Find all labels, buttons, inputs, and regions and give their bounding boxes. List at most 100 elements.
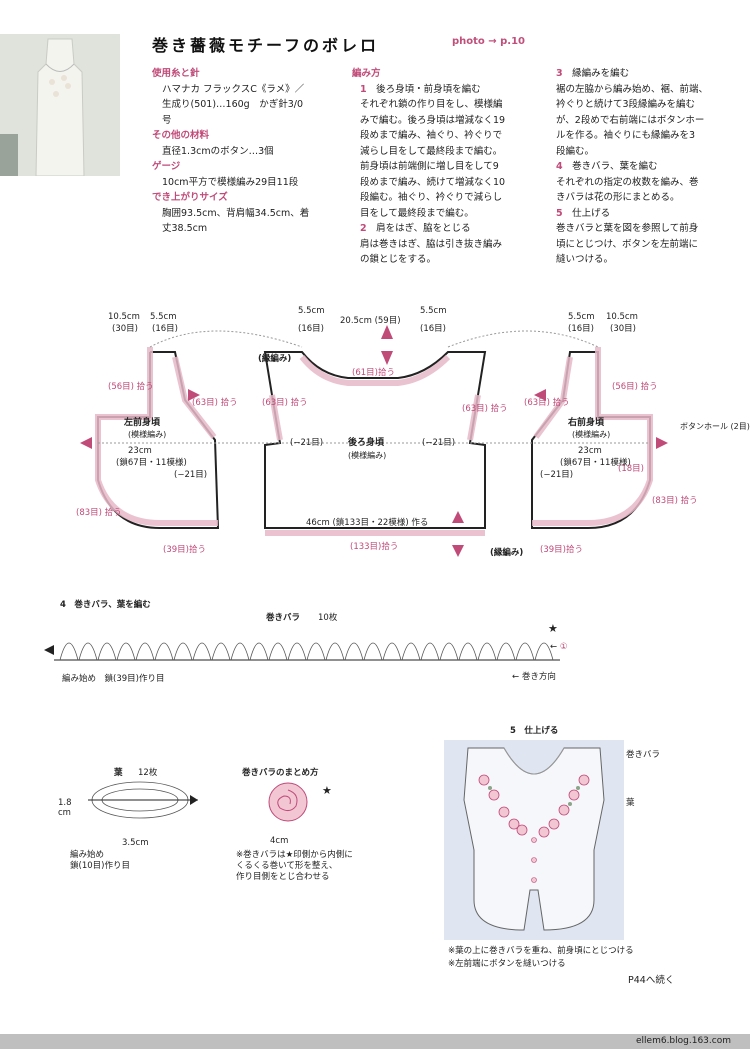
leaf-chart bbox=[88, 781, 198, 819]
right-front-pattern: (模様編み) bbox=[572, 429, 610, 439]
leaf-label: 葉 bbox=[114, 768, 123, 778]
step-text: の鎖とじをする。 bbox=[360, 254, 437, 265]
step-title: 肩をはぎ、脇をとじる bbox=[376, 223, 471, 234]
rose-assembly-width: 4cm bbox=[270, 836, 289, 846]
leaf-start-label: 編み始め 鎖(10目)作り目 bbox=[70, 850, 130, 871]
rose-scallop bbox=[382, 642, 402, 661]
rose-count: 10枚 bbox=[318, 613, 338, 623]
rose-scallop bbox=[249, 642, 269, 661]
back-decrease-left: (−21目) bbox=[290, 438, 323, 448]
step-number: 3 bbox=[556, 68, 563, 79]
step-number: 4 bbox=[556, 161, 563, 172]
rose-scallop bbox=[401, 642, 421, 661]
step-text: 肩は巻きはぎ、脇は引き抜き編み bbox=[360, 238, 503, 250]
left-front-name: 左前身頃 bbox=[123, 416, 161, 428]
step-text: 段めまで編み、袖ぐり、衿ぐりで bbox=[360, 130, 503, 141]
right-front-outline bbox=[531, 351, 651, 529]
dim-label: 5.5cm bbox=[298, 306, 324, 316]
pickup-label: (39目)拾う bbox=[163, 544, 206, 555]
dim-label: (16目) bbox=[420, 324, 446, 334]
dim-label: (16目) bbox=[298, 324, 324, 334]
step-text: 巻きバラと葉を図を参照して前身 bbox=[556, 223, 699, 234]
step-text: が、2段めで右前端にはボタンホー bbox=[556, 114, 705, 126]
right-front-edging bbox=[532, 347, 653, 526]
rose-scallop bbox=[268, 642, 288, 661]
vest-photo-illustration bbox=[0, 34, 120, 176]
rose-assembly-note: ※巻きバラは★印側から内側に くるくる巻いて形を整え、 作り目側をとじ合わせる bbox=[236, 850, 353, 882]
rose-scallop bbox=[154, 642, 174, 661]
footer-url: ellem6.blog.163.com bbox=[636, 1036, 731, 1046]
dim-label: 5.5cm bbox=[568, 312, 594, 322]
gauge-text: 10cm平方で模様編み29目11段 bbox=[162, 176, 299, 188]
size-line: 丈38.5cm bbox=[162, 223, 208, 234]
size-line: 胸囲93.5cm、背肩幅34.5cm、着 bbox=[162, 207, 310, 219]
page-title: 巻き薔薇モチーフのボレロ bbox=[152, 36, 380, 55]
step-text: 裾の左脇から編み始め、裾、前端、 bbox=[556, 83, 709, 95]
step-text: 段編む。袖ぐり、衿ぐりで減らし bbox=[360, 192, 503, 203]
rows-indicator: ← ① bbox=[550, 642, 568, 652]
dim-label: (16目) bbox=[568, 324, 594, 334]
model-photo bbox=[0, 34, 120, 176]
pickup-label: (56目) 拾う bbox=[612, 381, 658, 392]
left-front-decrease: (−21目) bbox=[174, 470, 207, 480]
step-text: 頃にとじつけ、ボタンを左前端に bbox=[556, 238, 699, 250]
rose-scallop bbox=[192, 642, 212, 661]
pickup-label: (63目) 拾う bbox=[262, 397, 308, 408]
leaf-width: 3.5cm bbox=[122, 838, 149, 848]
finish-rose-tag: 巻きバラ bbox=[626, 750, 661, 760]
step-text: ルを作る。袖ぐりにも縁編みを3 bbox=[556, 130, 696, 141]
rose-illustration: ★ bbox=[268, 782, 332, 822]
edging-label: (縁編み) bbox=[258, 353, 291, 364]
section-5-heading: 5 仕上げる bbox=[510, 726, 559, 736]
dim-label: (30目) bbox=[610, 324, 636, 334]
step-number: 1 bbox=[360, 83, 367, 95]
pickup-label: (56目) 拾う bbox=[108, 381, 154, 392]
right-front-decrease: (−21目) bbox=[540, 470, 573, 480]
back-neck-edging bbox=[299, 354, 451, 386]
rose-scallop bbox=[344, 642, 364, 661]
left-front-chain: (鎖67目・11模様) bbox=[116, 457, 187, 468]
rose-scallop bbox=[59, 642, 79, 661]
photo-reference: photo → p.10 bbox=[452, 36, 526, 47]
step-text: みで編む。後ろ身頃は増減なく19 bbox=[360, 114, 506, 126]
step-text: 前身頃は前端側に増し目をして9 bbox=[360, 161, 499, 172]
step-number: 2 bbox=[360, 223, 367, 234]
rose-scallop bbox=[439, 642, 459, 661]
pickup-label: (18目) bbox=[618, 464, 644, 474]
pickup-label: (83目) 拾う bbox=[76, 507, 122, 518]
back-name: 後ろ身頃 bbox=[348, 436, 385, 448]
back-pattern: (模様編み) bbox=[348, 450, 386, 460]
pickup-label: (63目) 拾う bbox=[192, 397, 238, 408]
rose-scallop bbox=[230, 642, 250, 661]
finish-leaf-tag: 葉 bbox=[626, 798, 635, 808]
rose-scallop bbox=[173, 642, 193, 661]
rose-scallop bbox=[135, 642, 155, 661]
step-text: それぞれ鎖の作り目をし、模様編 bbox=[360, 99, 503, 110]
rose-direction-label: ← 巻き方向 bbox=[512, 672, 556, 682]
gauge-heading: ゲージ bbox=[152, 161, 181, 172]
left-front-pattern: (模様編み) bbox=[128, 429, 166, 439]
method-column-2: 3 縁編みを編む 裾の左脇から編み始め、裾、前端、 衿ぐりと続けて3段縁編みを編… bbox=[556, 66, 746, 268]
size-heading: でき上がりサイズ bbox=[152, 192, 228, 203]
back-bottom-chain: 46cm (鎖133目・22模様) 作る bbox=[306, 517, 428, 528]
rose-scallop bbox=[306, 642, 326, 661]
rose-scallop bbox=[287, 642, 307, 661]
yarn-heading: 使用糸と針 bbox=[152, 68, 200, 79]
step-title: 縁編みを編む bbox=[572, 68, 630, 79]
rose-scallop bbox=[97, 642, 117, 661]
step-text: 目をして最終段まで編む。 bbox=[360, 207, 474, 219]
dim-label: 10.5cm bbox=[108, 312, 140, 322]
left-front-edging bbox=[95, 347, 218, 526]
rose-scallop bbox=[325, 642, 345, 661]
footer-bar bbox=[0, 1034, 750, 1049]
rose-scallop bbox=[420, 642, 440, 661]
rose-scallop bbox=[477, 642, 497, 661]
step-text: きバラは花の形にまとめる。 bbox=[556, 192, 680, 203]
dim-label: 10.5cm bbox=[606, 312, 638, 322]
rose-chart: ★ bbox=[44, 622, 560, 661]
rose-scallop bbox=[116, 642, 136, 661]
step-text: 縫いつける。 bbox=[556, 254, 614, 265]
yarn-line: 生成り(501)…160g かぎ針3/0 bbox=[162, 99, 303, 110]
red-arrows bbox=[80, 325, 668, 557]
left-armhole-edging bbox=[172, 356, 217, 439]
